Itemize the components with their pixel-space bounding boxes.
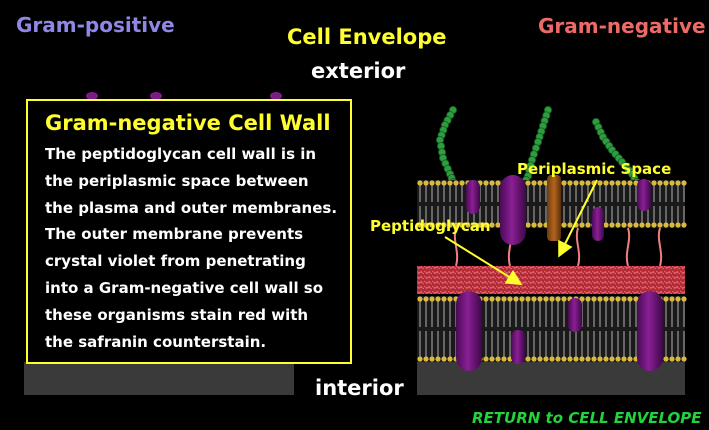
periplasmic-space-label: Periplasmic Space [517,160,672,178]
periplasmic-arrow [558,179,598,258]
outer-membrane-protein [637,179,651,211]
info-box-text: The peptidoglycan cell wall is in the pe… [45,141,338,355]
gram-positive-envelope [24,92,294,395]
peptidoglycan-layer [417,266,685,294]
outer-membrane-protein [500,175,526,245]
membrane-protein [637,291,663,371]
info-line: these organisms stain red with [45,305,309,324]
interior-label: interior [315,376,404,400]
gram-positive-label: Gram-positive [16,13,175,37]
info-line: into a Gram-negative cell wall so [45,278,324,297]
membrane-protein [511,330,525,364]
peptidoglycan-label: Peptidoglycan [370,217,491,235]
porin-protein [547,175,561,241]
info-line: the plasma and outer membranes. [45,198,338,217]
outer-membrane-protein [466,180,480,214]
info-line: The peptidoglycan cell wall is in [45,145,317,163]
membrane-protein [568,298,582,332]
gram-negative-envelope [417,106,687,395]
info-box: Gram-negative Cell Wall The peptidoglyca… [26,99,352,364]
info-line: the safranin counterstain. [45,332,267,351]
lipoprotein-links [453,227,663,267]
exterior-label: exterior [311,59,406,83]
info-line: crystal violet from penetrating [45,252,306,271]
membrane-protein [456,291,482,371]
gram-negative-label: Gram-negative [538,14,706,38]
page-title: Cell Envelope [287,25,447,49]
peptidoglycan-arrow [444,236,523,286]
info-line: The outer membrane prevents [45,225,304,244]
outer-membrane-protein [592,207,604,241]
info-box-title: Gram-negative Cell Wall [45,111,331,135]
return-to-cell-envelope-link[interactable]: RETURN to CELL ENVELOPE [472,409,702,427]
info-line: the periplasmic space between [45,171,309,190]
